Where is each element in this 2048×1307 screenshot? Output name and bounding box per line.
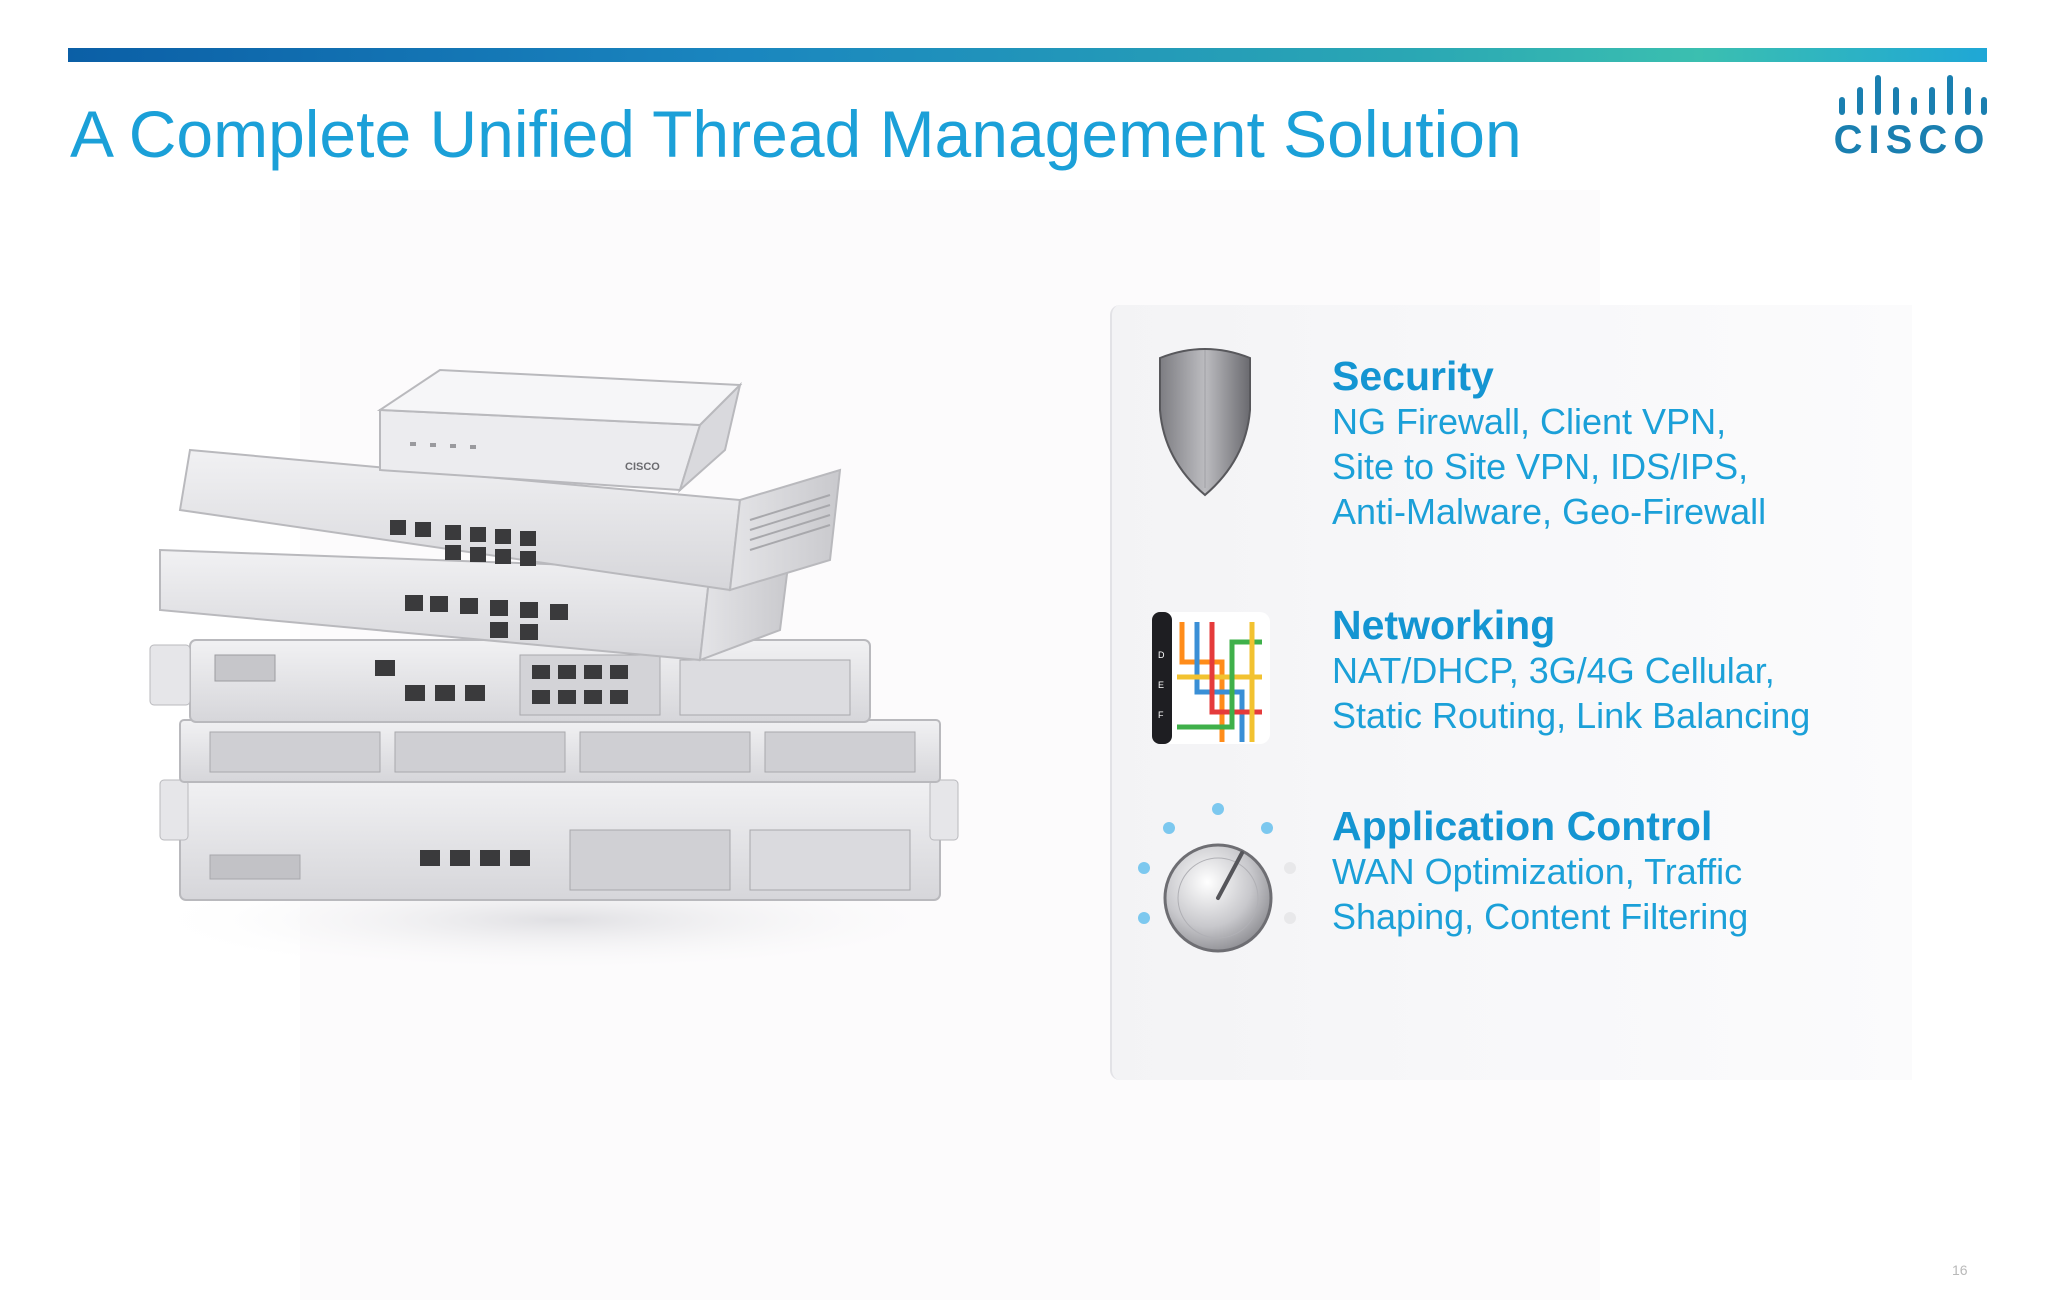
- dial-icon: [1138, 803, 1296, 953]
- feature-application-control-line: Shaping, Content Filtering: [1332, 896, 1749, 937]
- feature-security-line: NG Firewall, Client VPN,: [1332, 401, 1727, 442]
- svg-text:CISCO: CISCO: [625, 461, 660, 473]
- feature-security-title: Security: [1332, 353, 1494, 399]
- map-icon: D E F: [1152, 612, 1270, 744]
- cisco-logo-wordmark: CISCO: [1833, 118, 1991, 162]
- feature-security-line: Anti-Malware, Geo-Firewall: [1332, 491, 1767, 532]
- feature-application-control: Application Control WAN Optimization, Tr…: [1332, 803, 1748, 939]
- security-appliance-stack-image: CISCO: [140, 368, 970, 975]
- feature-application-control-title: Application Control: [1332, 803, 1713, 849]
- svg-text:F: F: [1158, 710, 1164, 720]
- feature-networking: Networking NAT/DHCP, 3G/4G Cellular, Sta…: [1332, 602, 1810, 738]
- feature-security: Security NG Firewall, Client VPN, Site t…: [1332, 353, 1766, 534]
- page-number: 16: [1952, 1262, 1968, 1278]
- cisco-logo: CISCO: [1832, 74, 1992, 164]
- svg-text:E: E: [1158, 680, 1164, 690]
- feature-networking-line: Static Routing, Link Balancing: [1332, 695, 1811, 736]
- feature-networking-line: NAT/DHCP, 3G/4G Cellular,: [1332, 650, 1775, 691]
- cisco-logo-bars-icon: [1839, 75, 1987, 115]
- feature-networking-title: Networking: [1332, 602, 1556, 648]
- shield-icon: [1159, 348, 1251, 497]
- header-gradient-bar: [68, 48, 1987, 62]
- slide-title: A Complete Unified Thread Management Sol…: [70, 97, 1522, 171]
- feature-security-line: Site to Site VPN, IDS/IPS,: [1332, 446, 1749, 487]
- svg-text:D: D: [1158, 650, 1165, 660]
- feature-application-control-line: WAN Optimization, Traffic: [1332, 851, 1743, 892]
